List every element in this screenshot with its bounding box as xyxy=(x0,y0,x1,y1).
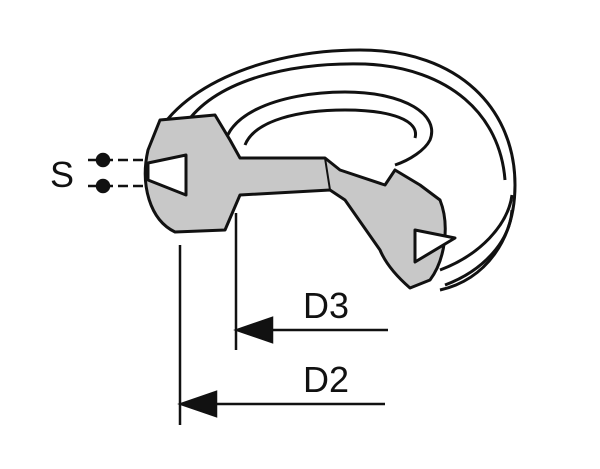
ring-lower-edge-2 xyxy=(444,209,514,287)
label-s: S xyxy=(50,154,74,195)
ring-inner-hole-back xyxy=(243,108,417,146)
right-section-groove xyxy=(413,228,457,264)
left-cross-section xyxy=(143,113,447,290)
ring-lower-edge xyxy=(439,194,514,272)
s-dimension xyxy=(88,152,145,194)
d3-dimension xyxy=(233,213,388,350)
ring-outer-groove xyxy=(183,62,507,181)
label-d3: D3 xyxy=(303,285,349,326)
left-section-groove xyxy=(146,153,188,197)
d2-dimension xyxy=(177,245,385,425)
ring-inner-hole xyxy=(222,90,434,167)
label-d2: D2 xyxy=(303,359,349,400)
section-middle-line xyxy=(324,157,331,191)
